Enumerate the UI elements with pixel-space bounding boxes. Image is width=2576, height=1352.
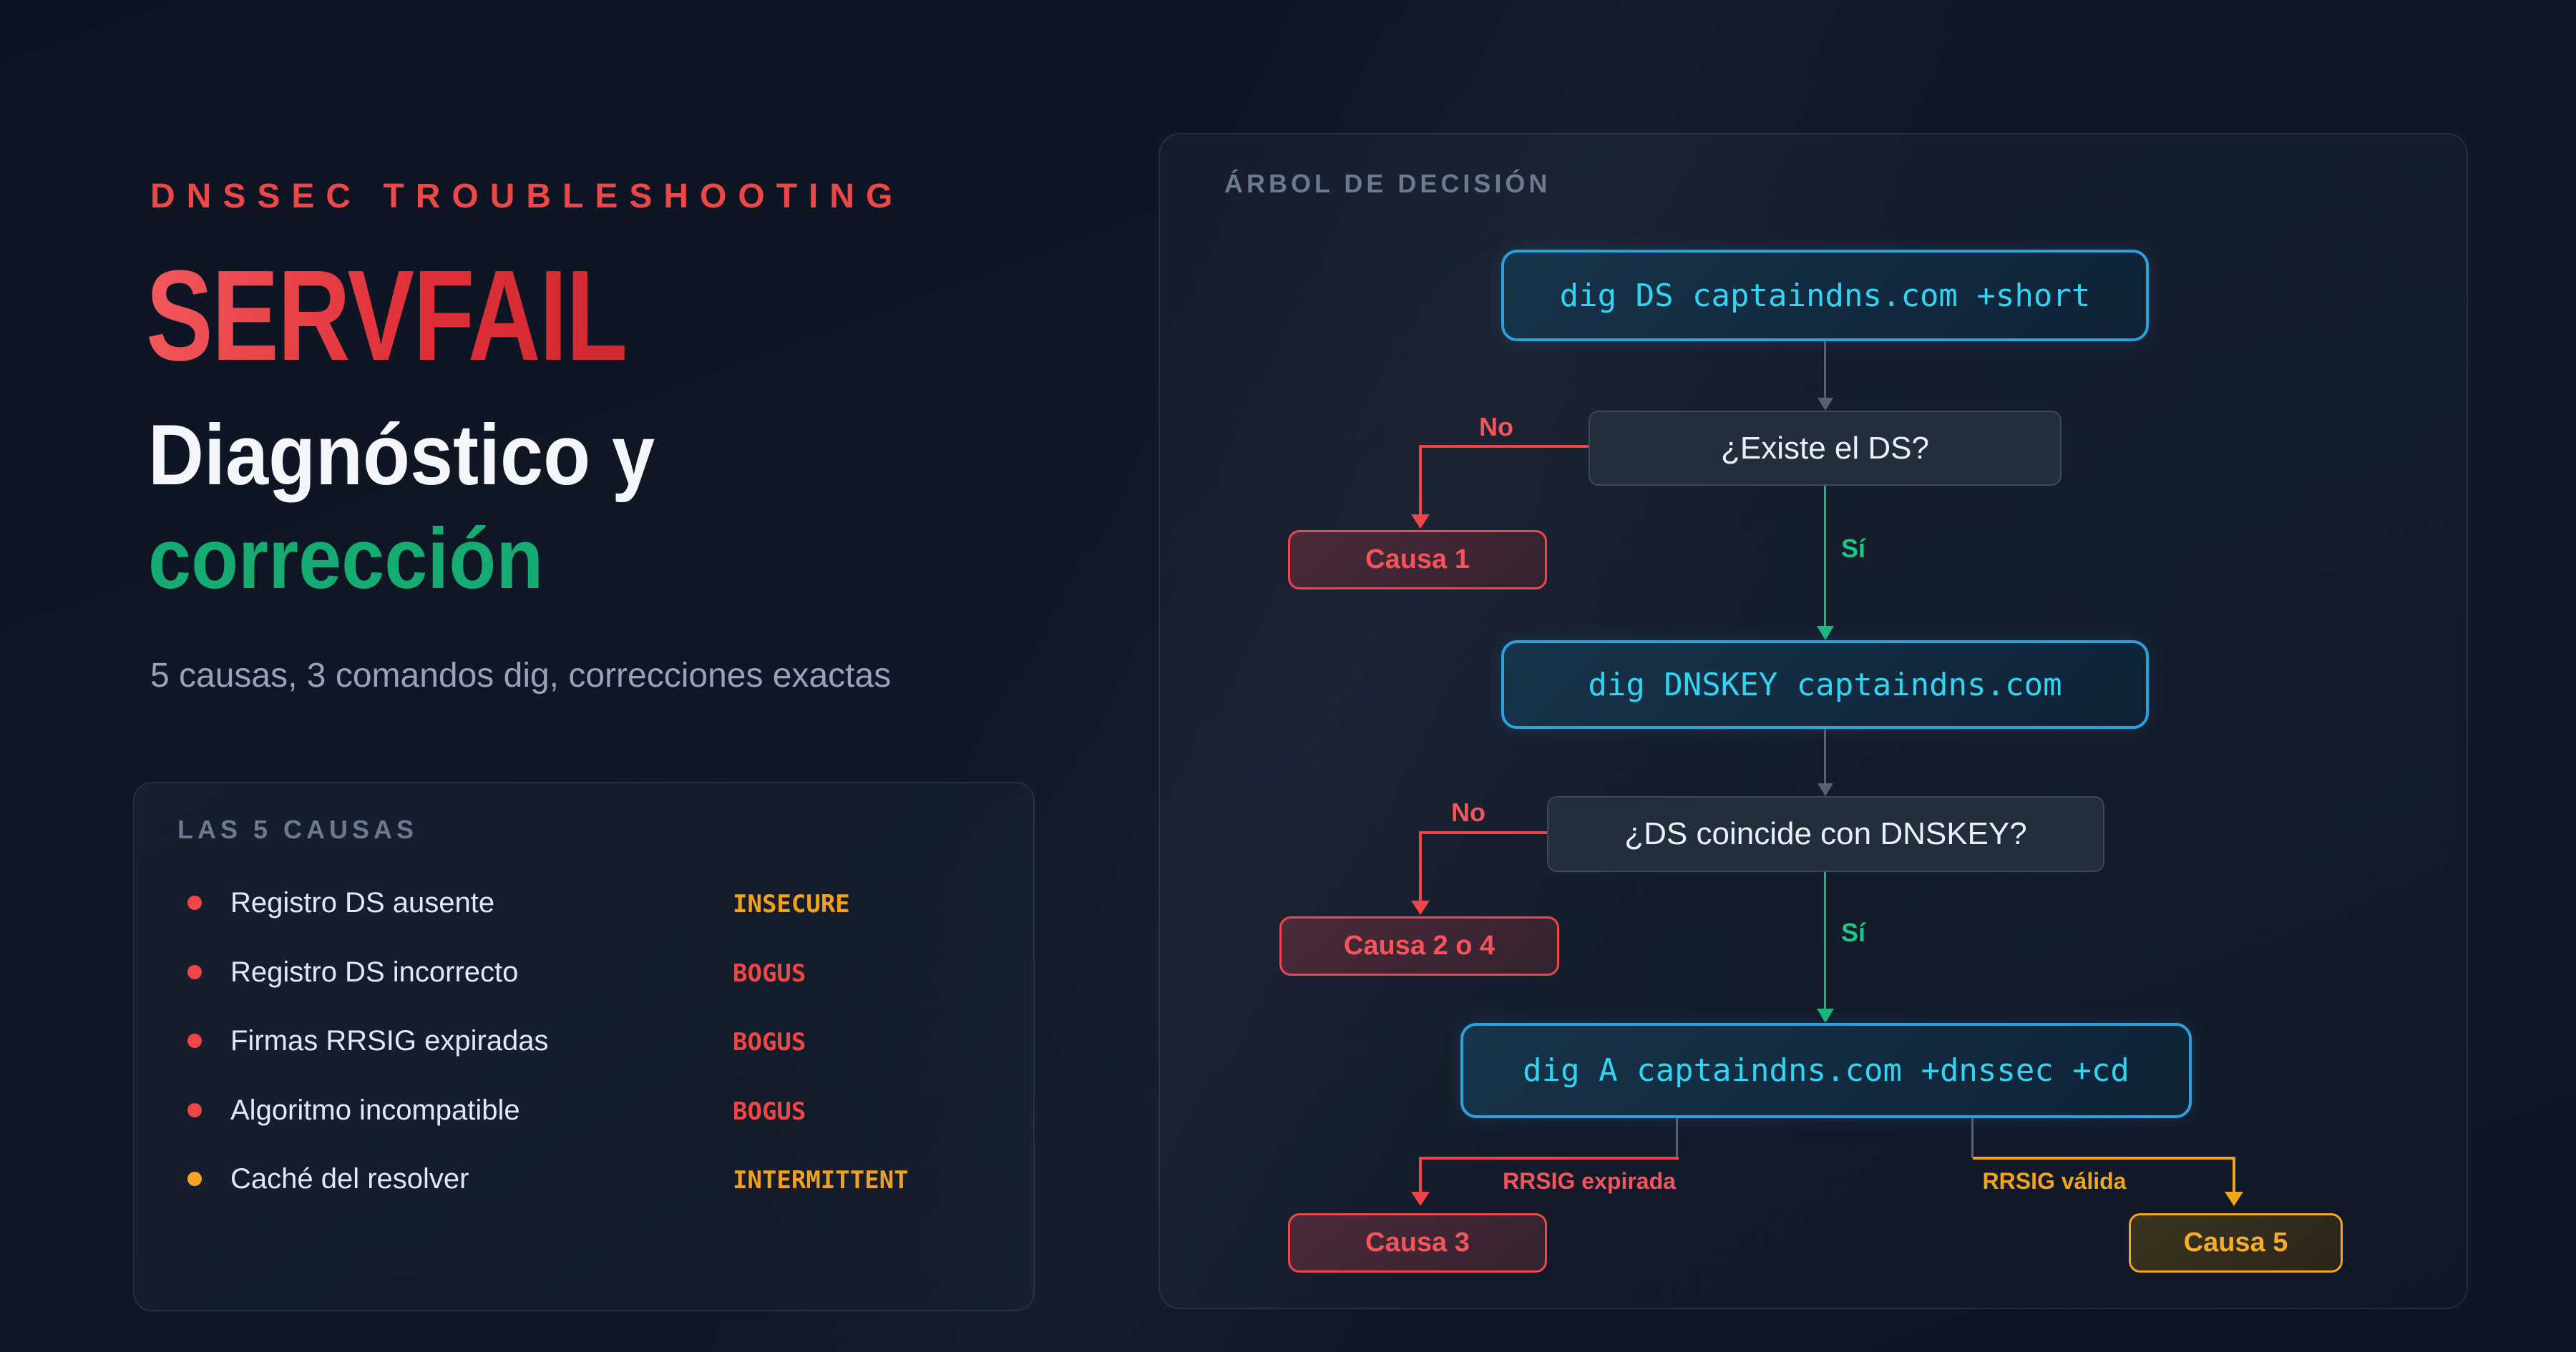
cause-status-badge: BOGUS: [733, 1028, 806, 1057]
arrow-down-icon: [1817, 1009, 1834, 1023]
bullet-dot-icon: [187, 965, 202, 979]
connector-line: [2233, 1157, 2235, 1193]
question-node-ds-exists: ¿Existe el DS?: [1589, 411, 2062, 486]
bullet-dot-icon: [187, 1034, 202, 1048]
bullet-dot-icon: [187, 896, 202, 910]
kicker-text: DNSSEC TROUBLESHOOTING: [150, 177, 904, 215]
cause-node-5: Causa 5: [2129, 1213, 2343, 1273]
edge-label-yes: Sí: [1841, 534, 1866, 563]
arrow-down-icon: [1817, 626, 1834, 640]
cause-status-badge: INTERMITTENT: [733, 1166, 909, 1195]
bullet-dot-icon: [187, 1103, 202, 1117]
connector-line: [1419, 831, 1422, 902]
question-node-ds-matches: ¿DS coincide con DNSKEY?: [1547, 796, 2104, 872]
bullet-dot-icon: [187, 1172, 202, 1186]
arrow-down-icon: [1818, 783, 1833, 796]
cause-label: Registro DS incorrecto: [230, 956, 519, 988]
connector-line: [1419, 445, 1422, 514]
decision-tree-panel: ÁRBOL DE DECISIÓN dig DS captaindns.com …: [1158, 133, 2468, 1309]
command-node-dig-dnskey: dig DNSKEY captaindns.com: [1501, 640, 2149, 729]
connector-line: [1971, 1118, 1974, 1158]
arrow-down-icon: [2225, 1192, 2243, 1206]
arrow-down-icon: [1818, 398, 1833, 411]
connector-line: [1824, 872, 1826, 1009]
cause-status-badge: INSECURE: [733, 890, 850, 919]
connector-line: [1824, 486, 1826, 626]
connector-line: [1824, 341, 1826, 398]
cause-row: Registro DS incorrecto BOGUS: [135, 938, 1036, 1006]
edge-label-yes: Sí: [1841, 918, 1866, 947]
cause-label: Caché del resolver: [230, 1163, 469, 1195]
cause-row: Caché del resolver INTERMITTENT: [135, 1145, 1036, 1213]
page-title: SERVFAIL: [146, 242, 628, 390]
cause-status-badge: BOGUS: [733, 959, 806, 988]
subtitle-line-2: corrección: [148, 511, 544, 607]
connector-line: [1824, 729, 1826, 783]
connector-line: [1419, 1157, 1422, 1193]
connector-line: [1419, 445, 1589, 448]
cause-row: Algoritmo incompatible BOGUS: [135, 1076, 1036, 1145]
command-node-dig-a-dnssec: dig A captaindns.com +dnssec +cd: [1460, 1023, 2192, 1118]
subtitle-line-1: Diagnóstico y: [148, 407, 655, 503]
cause-label: Firmas RRSIG expiradas: [230, 1025, 549, 1057]
arrow-down-icon: [1411, 901, 1430, 915]
connector-line: [1419, 1157, 1679, 1160]
cause-status-badge: BOGUS: [733, 1097, 806, 1126]
arrow-down-icon: [1411, 514, 1430, 529]
arrow-down-icon: [1411, 1192, 1430, 1206]
command-node-dig-ds: dig DS captaindns.com +short: [1501, 250, 2149, 341]
edge-label-no: No: [1451, 798, 1485, 827]
connector-line: [1419, 831, 1547, 834]
cause-row: Registro DS ausente INSECURE: [135, 868, 1036, 937]
connector-line: [1676, 1118, 1678, 1158]
tagline: 5 causas, 3 comandos dig, correcciones e…: [150, 657, 892, 695]
cause-row: Firmas RRSIG expiradas BOGUS: [135, 1006, 1036, 1075]
edge-label-no: No: [1479, 412, 1513, 441]
cause-label: Registro DS ausente: [230, 887, 495, 919]
edge-label-rrsig-valid: RRSIG válida: [1982, 1168, 2127, 1194]
causes-card-heading: LAS 5 CAUSAS: [177, 815, 419, 844]
causes-card: LAS 5 CAUSAS Registro DS ausente INSECUR…: [133, 782, 1035, 1311]
connector-line: [1973, 1157, 2235, 1160]
decision-tree-heading: ÁRBOL DE DECISIÓN: [1224, 169, 1551, 198]
edge-label-rrsig-expired: RRSIG expirada: [1503, 1168, 1676, 1194]
cause-label: Algoritmo incompatible: [230, 1094, 520, 1126]
cause-node-2-or-4: Causa 2 o 4: [1279, 916, 1559, 976]
cause-node-1: Causa 1: [1288, 530, 1547, 589]
cause-node-3: Causa 3: [1288, 1213, 1547, 1273]
